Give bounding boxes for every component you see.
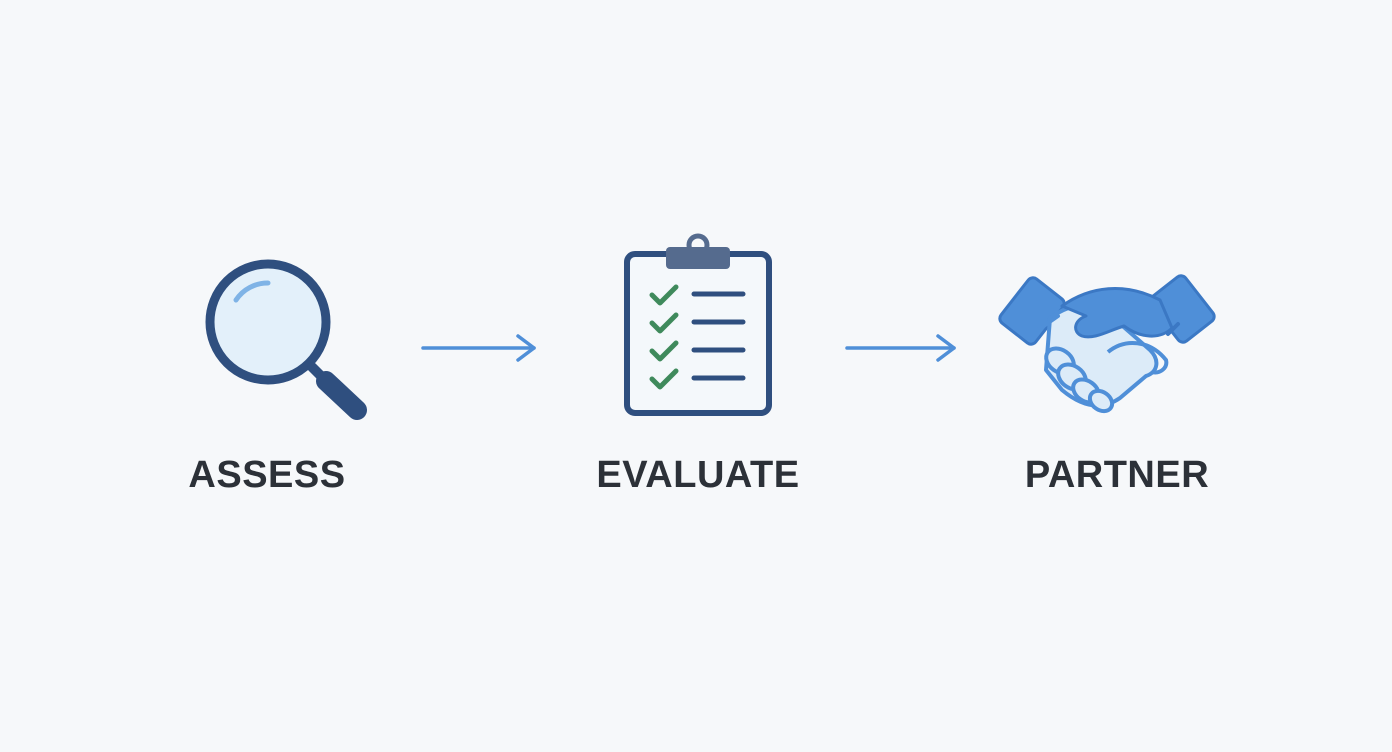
step-label-partner: PARTNER <box>1024 454 1210 496</box>
handshake-icon <box>998 274 1216 414</box>
arrow-right-icon <box>845 334 956 362</box>
magnifying-glass-icon <box>205 259 367 420</box>
clipboard-checklist-icon <box>624 233 772 416</box>
step-label-evaluate: EVALUATE <box>596 454 800 496</box>
step-label-assess: ASSESS <box>188 454 346 496</box>
arrow-right-icon <box>421 334 536 362</box>
